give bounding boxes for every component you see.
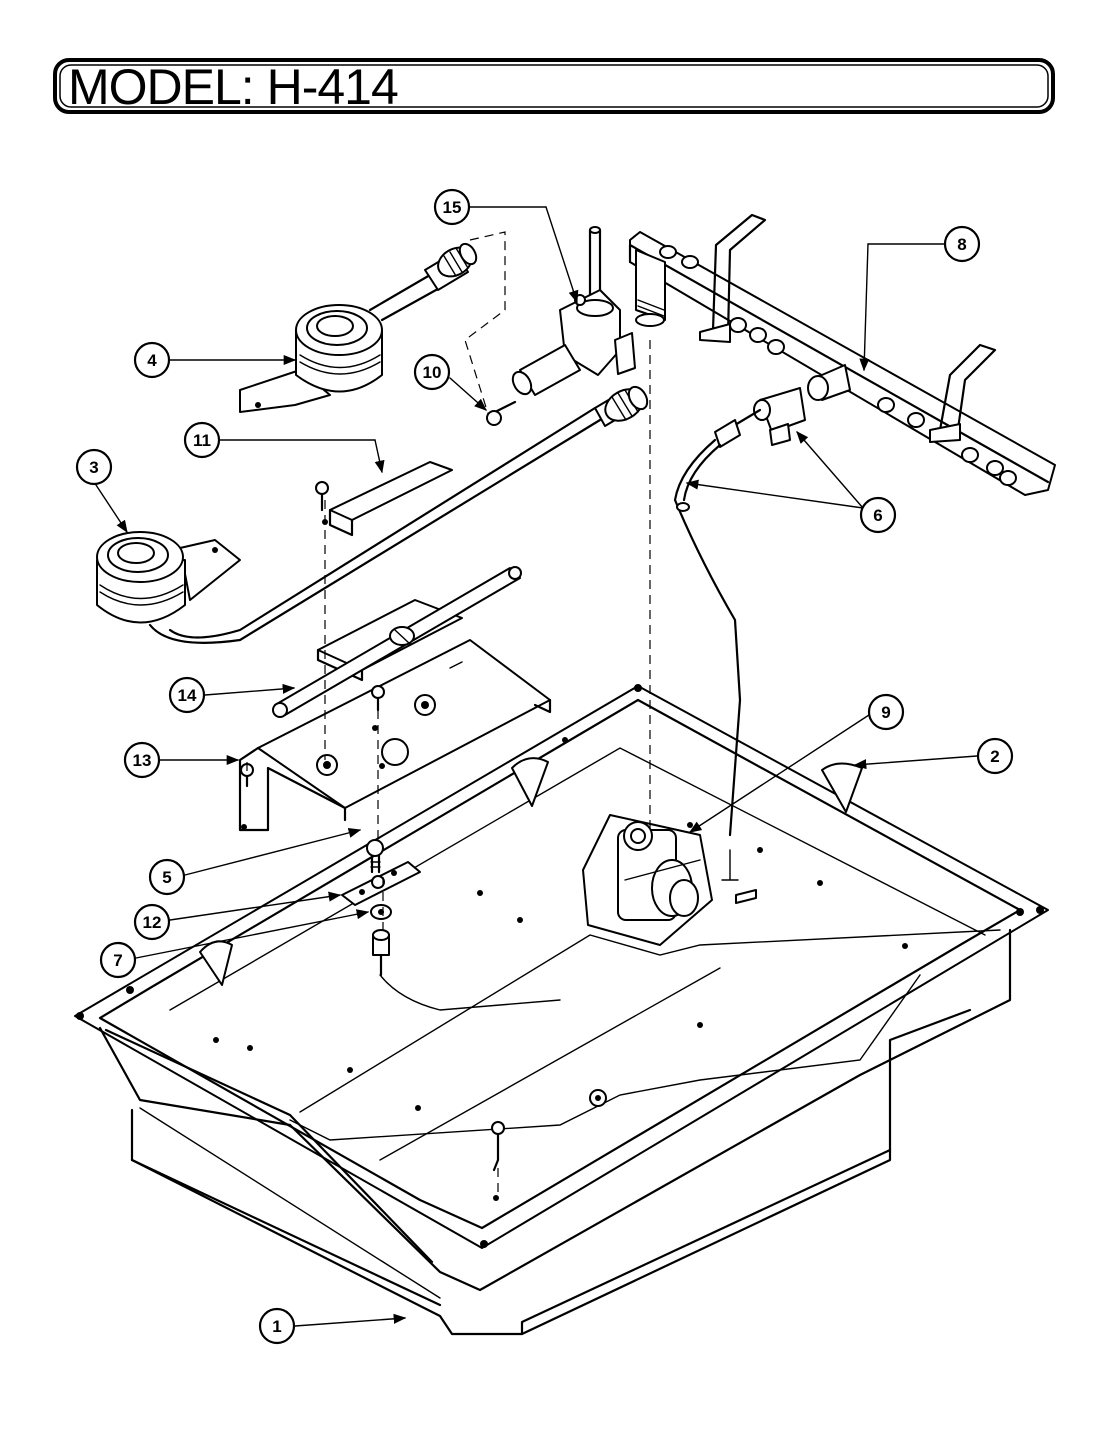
callout-1: 1 [258,1307,296,1345]
svg-text:12: 12 [143,913,162,932]
part-6-pilot-tubing [673,387,806,837]
callout-4: 4 [133,341,171,379]
part-14-support-rod [272,566,522,718]
assembly-centerlines [246,340,651,935]
part-4-rear-burner [239,231,506,421]
svg-text:8: 8 [957,235,966,254]
callout-2: 2 [976,737,1014,775]
callout-12: 12 [133,903,171,941]
callout-8: 8 [943,225,981,263]
callout-10: 10 [413,353,451,391]
callout-5: 5 [148,858,186,896]
svg-text:13: 13 [133,751,152,770]
model-title-banner: MODEL: H-414 [53,58,1055,115]
part-9-regulator [582,814,713,946]
part-3-front-burner [96,385,649,644]
part-8-manifold [628,213,1056,496]
svg-text:9: 9 [881,703,890,722]
callout-11: 11 [183,421,221,459]
callout-6: 6 [859,496,897,534]
svg-text:10: 10 [423,363,442,382]
svg-text:11: 11 [193,431,211,450]
svg-text:4: 4 [147,351,157,370]
part-12-plate [341,861,421,906]
callout-13: 13 [123,741,161,779]
svg-text:7: 7 [113,951,122,970]
callout-14: 14 [168,676,206,714]
callout-9: 9 [867,693,905,731]
model-title: MODEL: H-414 [68,59,398,115]
leader-lines [95,206,978,1327]
svg-text:3: 3 [89,458,98,477]
svg-text:2: 2 [990,747,999,766]
svg-text:15: 15 [443,198,462,217]
callout-15: 15 [433,188,471,226]
svg-text:6: 6 [873,506,882,525]
part-2-burner-box [74,684,1049,1292]
svg-text:14: 14 [178,686,197,705]
part-15-valve [511,226,636,396]
part-10-orifice [486,400,517,426]
callout-7: 7 [99,941,137,979]
part-5-screw [366,839,384,874]
svg-text:1: 1 [272,1317,281,1336]
callout-3: 3 [75,448,113,486]
svg-text:5: 5 [162,868,171,887]
